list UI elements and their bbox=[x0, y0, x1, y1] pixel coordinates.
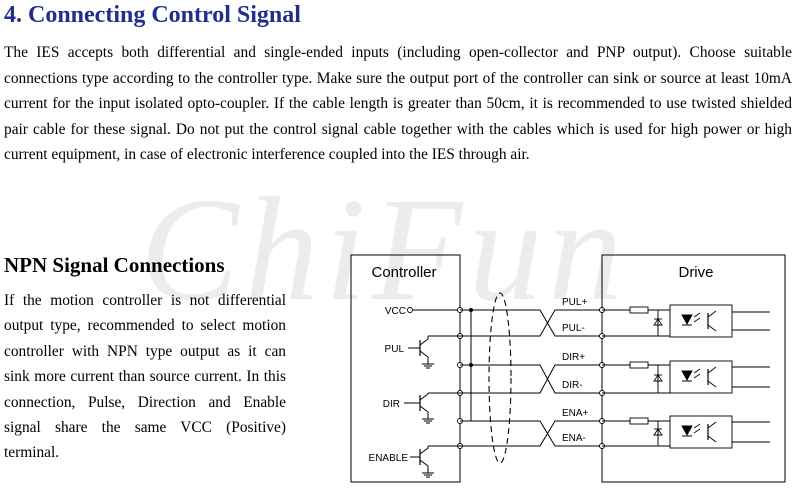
pin-pul: PUL bbox=[385, 344, 405, 355]
section-title: 4. Connecting Control Signal bbox=[4, 2, 301, 28]
pin-ena-plus: ENA+ bbox=[562, 408, 589, 419]
npn-heading: NPN Signal Connections bbox=[4, 253, 225, 277]
drive-label: Drive bbox=[678, 264, 713, 281]
npn-paragraph: If the motion controller is not differen… bbox=[4, 292, 286, 462]
pin-ena-minus: ENA- bbox=[562, 433, 586, 444]
pin-dir-plus: DIR+ bbox=[562, 352, 585, 363]
npn-wiring-diagram: Controller Drive VCC PUL DIR ENABLE bbox=[350, 254, 786, 483]
controller-label: Controller bbox=[371, 264, 436, 281]
drive-box bbox=[601, 254, 786, 483]
intro-paragraph: The IES accepts both differential and si… bbox=[4, 44, 792, 164]
pin-enable: ENABLE bbox=[369, 453, 409, 464]
pin-vcc: VCC bbox=[385, 306, 406, 317]
pin-pul-minus: PUL- bbox=[562, 323, 585, 334]
pin-dir-minus: DIR- bbox=[562, 380, 583, 391]
pin-dir: DIR bbox=[383, 399, 400, 410]
pin-pul-plus: PUL+ bbox=[562, 297, 587, 308]
cable-shield bbox=[488, 292, 512, 464]
controller-box bbox=[350, 254, 461, 483]
